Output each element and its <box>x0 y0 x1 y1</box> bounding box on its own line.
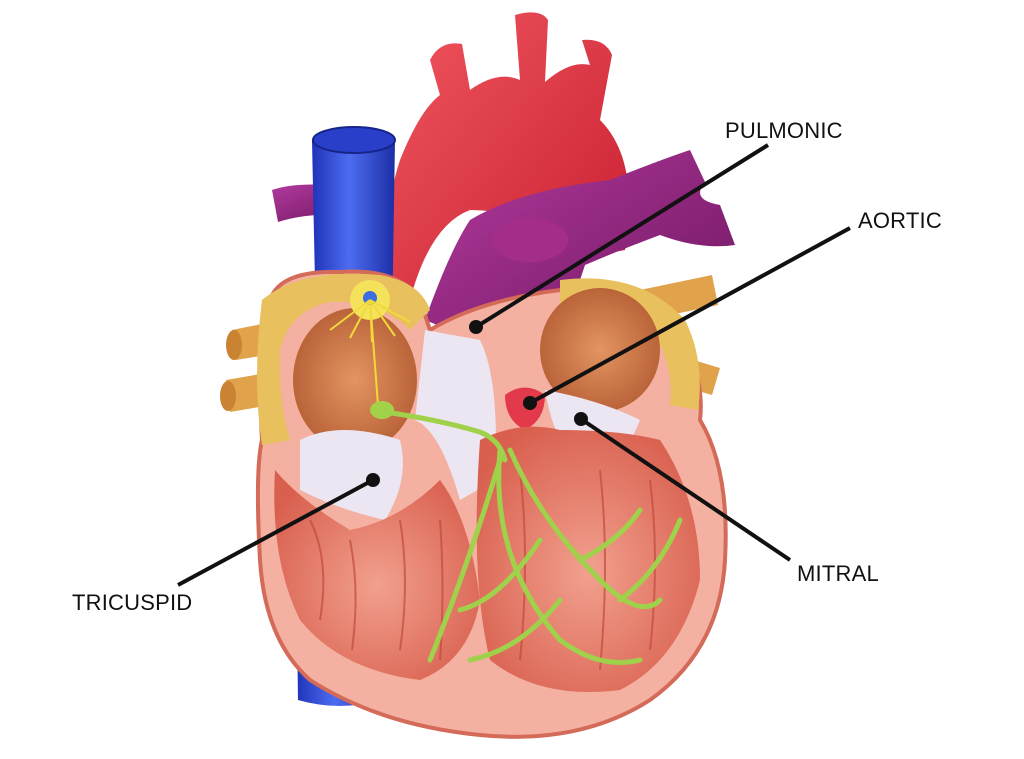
conduction-system <box>382 409 683 665</box>
valve-tissue <box>300 330 640 520</box>
mitral-leader-line <box>579 417 792 562</box>
pulmonic-dot <box>469 320 483 334</box>
leader-lines <box>177 143 851 587</box>
aortic-label: AORTIC <box>858 208 942 233</box>
aortic-leader-line <box>529 226 851 405</box>
mitral-dot <box>574 412 588 426</box>
aortic-dot <box>523 396 537 410</box>
leader-dots <box>366 320 588 487</box>
right-atrium <box>293 280 417 452</box>
tricuspid-dot <box>366 473 380 487</box>
pulmonic-leader-line <box>474 143 770 329</box>
tricuspid-leader-line <box>177 478 374 587</box>
pulmonic-label: PULMONIC <box>725 118 843 143</box>
mitral-label: MITRAL <box>797 561 879 586</box>
tricuspid-label: TRICUSPID <box>72 590 193 615</box>
